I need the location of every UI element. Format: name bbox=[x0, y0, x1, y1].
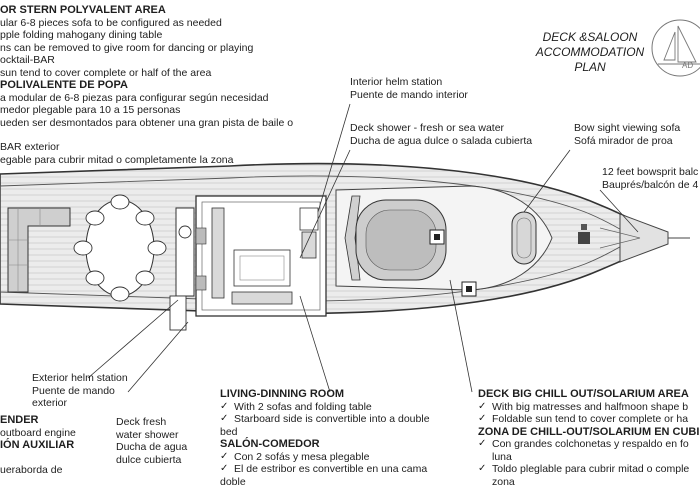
tender-en-line: outboard engine bbox=[0, 426, 76, 439]
exterior-helm bbox=[175, 207, 195, 297]
stern-es-line: BAR exterior bbox=[0, 141, 60, 153]
saloon-sofa-port bbox=[211, 207, 225, 299]
stern-area-heading-en: OR STERN POLYVALENT AREA bbox=[0, 4, 166, 16]
stern-en-line: ular 6-8 pieces sofa to be configured as… bbox=[0, 16, 222, 29]
exterior-helm-en: Exterior helm station bbox=[32, 372, 128, 384]
deck-fresh-shower-label: Deck fresh water shower Ducha de agua du… bbox=[116, 416, 187, 466]
tender-heading-es: IÓN AUXILIAR bbox=[0, 439, 75, 451]
list-item: Foldable sun tend to cover complete or h… bbox=[478, 413, 699, 426]
bowsprit-es: Bauprés/balcón de 4 bbox=[602, 178, 699, 191]
bowsprit-en: 12 feet bowsprit balc bbox=[602, 166, 699, 178]
deck-shower-en: Deck shower - fresh or sea water bbox=[350, 122, 505, 134]
chill-heading-en: DECK BIG CHILL OUT/SOLARIUM AREA bbox=[478, 388, 689, 400]
deck-shower-es: Ducha de agua dulce o salada cubierta bbox=[350, 134, 533, 147]
bow-sight-label: Bow sight viewing sofa Sofá mirador de p… bbox=[574, 122, 680, 147]
tender-heading-en: ENDER bbox=[0, 414, 39, 426]
list-item: Toldo pleglable para cubrir mitad o comp… bbox=[478, 463, 699, 476]
living-room-es-list: Con 2 sofás y mesa plegable El de estrib… bbox=[220, 451, 430, 476]
deck-shower-label: Deck shower - fresh or sea water Ducha d… bbox=[350, 122, 532, 147]
deck-fresh-shower-line: Deck fresh bbox=[116, 416, 167, 428]
chill-out-sofa bbox=[344, 195, 361, 281]
list-item: Starboard side is convertible into a dou… bbox=[220, 413, 430, 426]
bowsprit bbox=[619, 213, 669, 263]
stern-es-line: ueden ser desmontados para obtener una g… bbox=[0, 116, 294, 129]
living-room-en-cont: bed bbox=[220, 425, 238, 438]
list-item: Con grandes colchonetas y respaldo en fo bbox=[478, 438, 699, 451]
tender-label: ENDER outboard engine IÓN AUXILIAR uerab… bbox=[0, 414, 76, 476]
chill-area-block: DECK BIG CHILL OUT/SOLARIUM AREA With bi… bbox=[478, 388, 699, 488]
living-room-es-cont: doble bbox=[220, 475, 246, 488]
living-room-en-list: With 2 sofas and folding table Starboard… bbox=[220, 401, 430, 426]
interior-helm-label: Interior helm station Puente de mando in… bbox=[350, 76, 468, 101]
stern-en-line: sun tend to cover complete or half of th… bbox=[0, 66, 212, 79]
tender-es-line: ueraborda de bbox=[0, 463, 63, 476]
list-item: With big matresses and halfmoon shape b bbox=[478, 401, 699, 414]
chill-es-list: Con grandes colchonetas y respaldo en fo bbox=[478, 438, 699, 451]
living-room-heading-es: SALÓN-COMEDOR bbox=[220, 438, 320, 450]
plan-title-line3: PLAN bbox=[574, 60, 606, 74]
living-room-heading-en: LIVING-DINNING ROOM bbox=[220, 388, 345, 400]
exterior-helm-es: Puente de mando bbox=[32, 384, 115, 397]
stern-es-line: egable para cubrir mitad o completamente… bbox=[0, 153, 234, 166]
deck-fresh-shower-line: dulce cubierta bbox=[116, 453, 182, 466]
interior-helm bbox=[299, 207, 319, 231]
bow-sight-en: Bow sight viewing sofa bbox=[574, 122, 681, 134]
chill-heading-es: ZONA DE CHILL-OUT/SOLARIUM EN CUBI bbox=[478, 425, 700, 438]
stern-sofa bbox=[7, 207, 71, 293]
plan-title: DECK &SALOON ACCOMMODATION PLAN bbox=[520, 30, 660, 75]
list-item: With 2 sofas and folding table bbox=[220, 401, 430, 414]
winch bbox=[578, 232, 590, 244]
stern-en-line: ocktail-BAR bbox=[0, 54, 55, 66]
saloon-table bbox=[233, 249, 291, 287]
bowsprit-label: 12 feet bowsprit balc Bauprés/balcón de … bbox=[602, 166, 698, 191]
saloon-sofa-stbd bbox=[231, 291, 293, 305]
deck-fresh-shower-line: Ducha de agua bbox=[116, 441, 188, 453]
chill-es-cont: zona bbox=[492, 475, 515, 488]
chill-en-list: With big matresses and halfmoon shape b … bbox=[478, 401, 699, 426]
bow-sight-es: Sofá mirador de proa bbox=[574, 134, 673, 147]
plan-title-line2: ACCOMMODATION bbox=[535, 45, 645, 59]
stern-area-heading-es: POLIVALENTE DE POPA bbox=[0, 79, 128, 91]
logo-text: AD bbox=[682, 61, 694, 70]
living-room-block: LIVING-DINNING ROOM With 2 sofas and fol… bbox=[220, 388, 430, 488]
deck-fresh-shower-line: water shower bbox=[116, 428, 179, 441]
chill-es-list-2: Toldo pleglable para cubrir mitad o comp… bbox=[478, 463, 699, 476]
list-item: El de estribor es convertible en una cam… bbox=[220, 463, 430, 476]
chill-es-cont: luna bbox=[492, 450, 512, 463]
interior-helm-en: Interior helm station bbox=[350, 76, 443, 88]
list-item: Con 2 sofás y mesa plegable bbox=[220, 451, 430, 464]
stern-en-line: pple folding mahogany dining table bbox=[0, 29, 163, 41]
exterior-helm-label: Exterior helm station Puente de mando ex… bbox=[32, 372, 128, 410]
logo-circle bbox=[651, 19, 700, 77]
interior-helm-es: Puente de mando interior bbox=[350, 88, 468, 101]
stern-es-line: a modular de 6-8 piezas para configurar … bbox=[0, 91, 269, 104]
stern-area-block: OR STERN POLYVALENT AREA ular 6-8 pieces… bbox=[0, 4, 293, 166]
exterior-helm-es: exterior bbox=[32, 397, 68, 409]
plan-title-line1: DECK &SALOON bbox=[542, 30, 638, 44]
bow-viewing-sofa bbox=[511, 211, 537, 265]
stern-en-line: ns can be removed to give room for danci… bbox=[0, 41, 254, 54]
stern-es-line: medor plegable para 10 a 15 personas bbox=[0, 104, 181, 116]
